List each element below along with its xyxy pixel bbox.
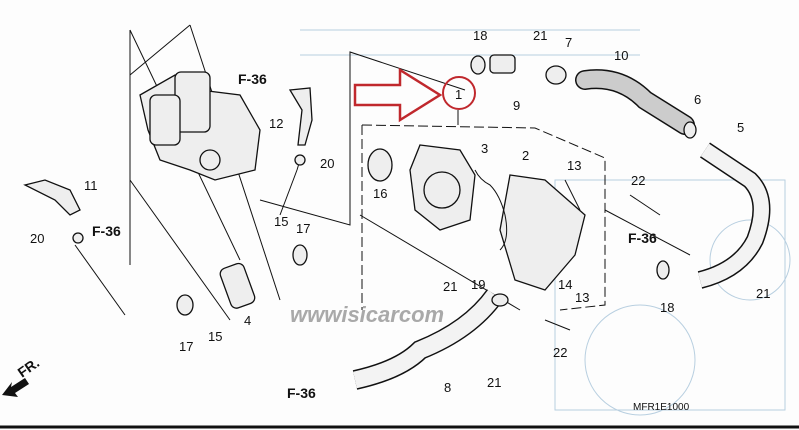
callout-19: 19 (471, 277, 485, 292)
ref-f36-bottom: F-36 (287, 385, 316, 401)
ref-f36-right: F-36 (628, 230, 657, 246)
pipe-4 (219, 262, 256, 309)
ref-f36-left: F-36 (92, 223, 121, 239)
front-arrow: FR. (2, 354, 42, 397)
callout-15: 15 (274, 214, 288, 229)
callout-1: 1 (455, 87, 462, 102)
callout-10: 10 (614, 48, 628, 63)
callout-9: 9 (513, 98, 520, 113)
callout-17: 17 (296, 221, 310, 236)
callout-15: 15 (208, 329, 222, 344)
callout-4: 4 (244, 313, 251, 328)
ref-f36-top: F-36 (238, 71, 267, 87)
callout-20-left: 20 (30, 231, 44, 246)
callout-14: 14 (558, 277, 572, 292)
drawing-code: MFR1E1000 (633, 402, 690, 413)
engine-illustration (139, 71, 261, 181)
background-bleedthrough (300, 29, 791, 416)
callout-22: 22 (553, 345, 567, 360)
callout-8: 8 (444, 380, 451, 395)
callout-20: 20 (320, 156, 334, 171)
callout-5: 5 (737, 120, 744, 135)
watermark: wwwisicarcom (290, 302, 444, 327)
callout-numbers: 18 21 7 10 9 1 6 5 12 20 16 3 2 13 22 11… (30, 28, 770, 395)
water-pump (23, 54, 697, 331)
callout-18: 18 (473, 28, 487, 43)
callout-16: 16 (373, 186, 387, 201)
callout-21: 21 (756, 286, 770, 301)
callout-17: 17 (179, 339, 193, 354)
front-marker-label: FR. (15, 354, 43, 380)
callout-2: 2 (522, 148, 529, 163)
callout-21: 21 (533, 28, 547, 43)
callout-3: 3 (481, 141, 488, 156)
callout-7: 7 (565, 35, 572, 50)
callout-11: 11 (84, 178, 98, 193)
callout-13: 13 (575, 290, 589, 305)
callout-13: 13 (567, 158, 581, 173)
callout-6: 6 (694, 92, 701, 107)
callout-12: 12 (269, 116, 283, 131)
callout-21: 21 (443, 279, 457, 294)
callout-21: 21 (487, 375, 501, 390)
callout-18: 18 (660, 300, 674, 315)
highlight-arrow (353, 67, 476, 123)
callout-22: 22 (631, 173, 645, 188)
